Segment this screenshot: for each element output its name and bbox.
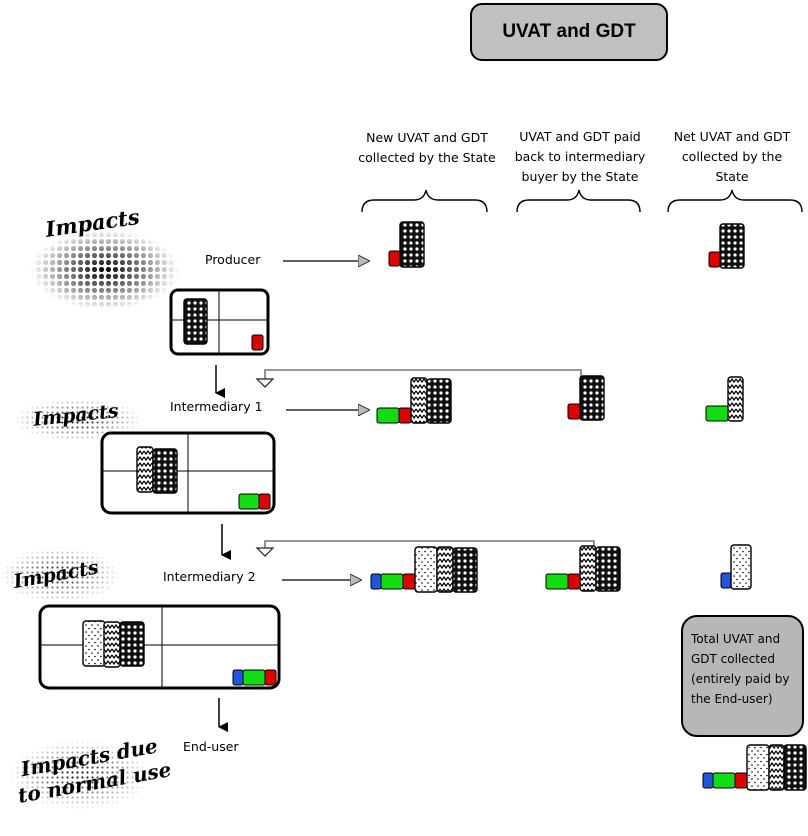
stage-label-producer: Producer — [205, 252, 261, 267]
paid-back-intermediary1 — [567, 375, 605, 421]
red-block-icon — [251, 334, 264, 351]
dark-pattern-block-icon — [783, 744, 807, 791]
zigzag-pattern-block-icon — [768, 744, 785, 791]
stage-label-intermediary2: Intermediary 2 — [163, 569, 256, 584]
red-block-icon — [402, 573, 416, 590]
blue-block-icon — [232, 669, 244, 686]
stage-label-end-user: End-user — [183, 739, 239, 754]
zigzag-pattern-block-icon — [136, 446, 154, 493]
green-block-icon — [545, 573, 569, 590]
column-header-new-collected: New UVAT and GDT collected by the State — [358, 130, 496, 165]
down-arrows — [215, 365, 231, 732]
red-block-icon — [734, 772, 748, 789]
impacts-halftone-backgrounds — [0, 225, 185, 815]
paid-back-intermediary2 — [545, 545, 621, 592]
brace-paid — [516, 189, 641, 213]
diagram-title: UVAT and GDT — [470, 3, 668, 61]
zigzag-pattern-block-icon — [103, 621, 121, 668]
sparse-dot-block-icon — [730, 544, 752, 590]
header-paid-line2: back to intermediary — [515, 149, 646, 164]
brace-new — [361, 189, 488, 213]
red-block-icon — [264, 669, 277, 686]
header-net-line3: State — [715, 169, 748, 184]
feedback-triangle-1 — [255, 378, 275, 388]
red-block-icon — [258, 493, 271, 510]
net-collected-intermediary1 — [705, 376, 744, 422]
dark-pattern-block-icon — [426, 378, 452, 424]
dark-pattern-block-icon — [595, 546, 621, 592]
dark-pattern-block-icon — [719, 223, 745, 269]
dark-pattern-block-icon — [399, 221, 425, 268]
header-new-line2: collected by the State — [358, 150, 496, 165]
dark-pattern-block-icon — [152, 448, 178, 494]
dark-pattern-block-icon — [183, 298, 208, 345]
product-box-intermediary1 — [100, 431, 276, 515]
header-net-line2: collected by the — [682, 149, 783, 164]
zigzag-pattern-block-icon — [579, 545, 597, 592]
blue-block-icon — [702, 772, 714, 789]
header-paid-line1: UVAT and GDT paid — [519, 129, 641, 144]
red-block-icon — [388, 250, 401, 267]
new-collected-producer — [388, 221, 425, 268]
total-collected-blocks — [702, 744, 807, 791]
sparse-dot-block-icon — [82, 620, 106, 667]
total-collected-box: Total UVAT and GDT collected (entirely p… — [681, 615, 804, 737]
column-header-paid-back: UVAT and GDT paid back to intermediary b… — [515, 129, 646, 184]
header-new-line1: New UVAT and GDT — [366, 130, 488, 145]
green-block-icon — [380, 573, 404, 590]
dark-pattern-block-icon — [579, 375, 605, 421]
new-collected-intermediary2 — [370, 546, 478, 593]
flow-arrows — [282, 261, 368, 580]
new-collected-intermediary1 — [376, 377, 452, 424]
header-paid-line3: buyer by the State — [522, 169, 639, 184]
net-collected-producer — [708, 223, 745, 269]
red-block-icon — [708, 251, 721, 268]
feedback-triangle-2 — [255, 547, 275, 557]
sparse-dot-block-icon — [746, 744, 770, 791]
sparse-dot-block-icon — [414, 546, 438, 593]
green-block-icon — [705, 405, 729, 422]
product-box-intermediary2 — [38, 604, 281, 690]
net-collected-intermediary2 — [720, 544, 752, 590]
brace-net — [667, 189, 803, 213]
green-block-icon — [238, 493, 260, 510]
red-block-icon — [567, 573, 581, 590]
zigzag-pattern-block-icon — [727, 376, 744, 422]
red-block-icon — [567, 403, 581, 420]
zigzag-pattern-block-icon — [410, 377, 428, 424]
green-block-icon — [712, 772, 736, 789]
stage-label-intermediary1: Intermediary 1 — [170, 399, 263, 414]
blue-block-icon — [720, 572, 732, 589]
product-box-producer — [169, 288, 270, 356]
column-braces — [361, 189, 803, 213]
green-block-icon — [242, 669, 266, 686]
header-net-line1: Net UVAT and GDT — [674, 129, 791, 144]
blue-block-icon — [370, 573, 382, 590]
column-header-net-collected: Net UVAT and GDT collected by the State — [674, 129, 791, 184]
green-block-icon — [376, 407, 400, 424]
red-block-icon — [398, 407, 412, 424]
zigzag-pattern-block-icon — [436, 546, 454, 593]
dark-pattern-block-icon — [452, 547, 478, 593]
dark-pattern-block-icon — [119, 621, 145, 667]
